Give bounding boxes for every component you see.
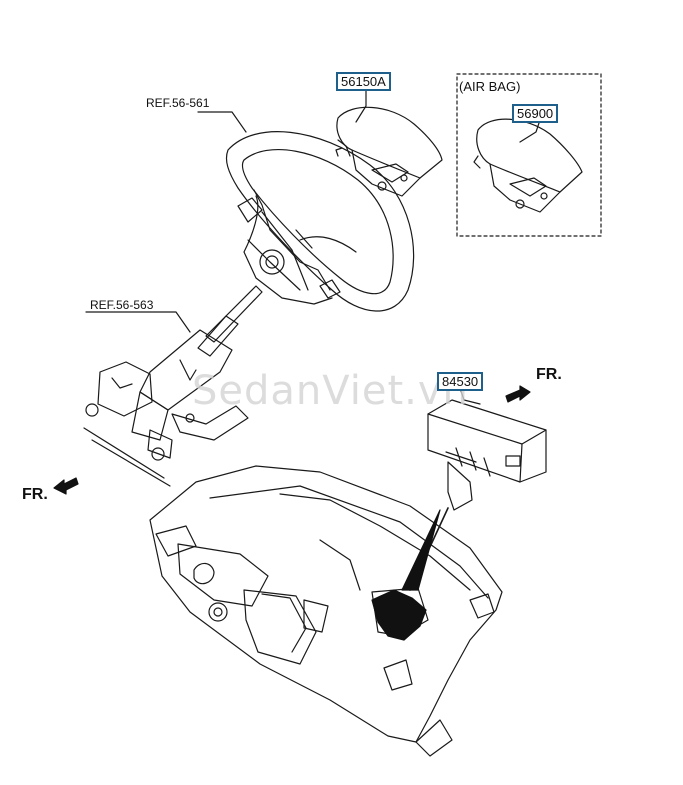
steering-wheel — [225, 131, 415, 312]
driver-airbag-module — [335, 106, 443, 197]
air-bag-group-label: (AIR BAG) — [459, 79, 521, 94]
fr-arrow-bottom — [53, 477, 79, 495]
leader-lines — [85, 87, 541, 591]
fr-label-bottom: FR. — [22, 486, 48, 503]
instrument-panel — [149, 465, 503, 757]
airbag-location-shade — [371, 589, 427, 641]
steering-column — [83, 285, 263, 487]
airbag-group-box — [456, 73, 602, 237]
fr-arrow-top — [505, 385, 531, 403]
ref-steering-column-label: REF.56-563 — [90, 298, 154, 312]
watermark: SedanViet.vn — [192, 368, 469, 414]
part-56900-label[interactable]: 56900 — [512, 104, 559, 123]
fr-label-top: FR. — [536, 366, 562, 383]
ref-steering-wheel-label: REF.56-561 — [146, 96, 210, 110]
part-56150A-label[interactable]: 56150A — [336, 72, 391, 91]
airbag-control-module — [427, 399, 547, 511]
part-84530-label[interactable]: 84530 — [437, 372, 484, 391]
